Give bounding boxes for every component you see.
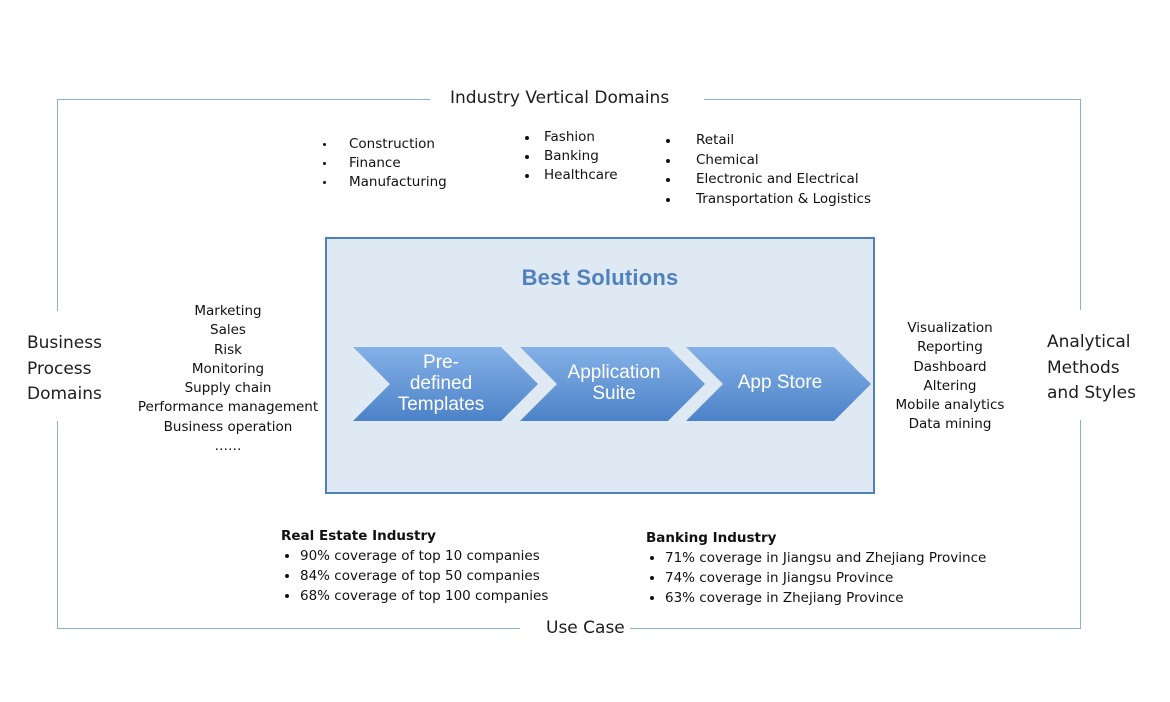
business-process-list: Marketing Sales Risk Monitoring Supply c… [136, 302, 320, 456]
industry-item: Transportation & Logistics [666, 190, 871, 210]
analytical-methods-label: Analytical Methods and Styles [1047, 332, 1136, 403]
industry-list-column-2: Fashion Banking Healthcare [525, 128, 618, 186]
coverage-item: 63% coverage in Zhejiang Province [646, 588, 986, 608]
app-store-chevron: App Store [686, 346, 872, 422]
industry-item: Fashion [525, 128, 618, 147]
coverage-item: 71% coverage in Jiangsu and Zhejiang Pro… [646, 548, 986, 568]
business-process-item: Supply chain [184, 380, 272, 397]
industry-list-column-3: Retail Chemical Electronic and Electrica… [666, 131, 871, 210]
frame-gap-bottom [520, 622, 630, 638]
chevron-arrow-icon [686, 347, 871, 421]
coverage-item: 74% coverage in Jiangsu Province [646, 568, 986, 588]
business-process-item: Monitoring [191, 360, 265, 377]
analytical-method-item: Altering [923, 377, 977, 394]
analytical-method-item: Visualization [907, 320, 993, 336]
frame-gap-right [1074, 310, 1090, 420]
application-suite-label: Application Suite [567, 362, 661, 404]
real-estate-use-case: Real Estate Industry 90% coverage of top… [281, 526, 548, 606]
business-process-item: Business operation [163, 418, 293, 435]
coverage-item: 84% coverage of top 50 companies [281, 566, 548, 586]
analytical-method-item: Data mining [908, 416, 992, 433]
analytical-method-item: Reporting [917, 339, 983, 356]
business-process-item: Sales [210, 322, 246, 339]
industry-item: Electronic and Electrical [666, 170, 871, 190]
business-process-item: …… [214, 438, 242, 455]
banking-use-case: Banking Industry 71% coverage in Jiangsu… [646, 528, 986, 608]
app-store-label: App Store [737, 372, 823, 393]
industry-vertical-domains-label: Industry Vertical Domains [450, 88, 670, 108]
banking-title: Banking Industry [646, 530, 777, 546]
real-estate-title: Real Estate Industry [281, 528, 436, 544]
business-process-item: Marketing [194, 303, 262, 319]
coverage-item: 90% coverage of top 10 companies [281, 546, 548, 566]
frame-gap-left [50, 311, 66, 421]
industry-item: Finance [323, 154, 447, 173]
real-estate-coverage-list: 90% coverage of top 10 companies 84% cov… [281, 546, 548, 606]
chevron-arrow-icon [520, 347, 705, 421]
application-suite-chevron: Application Suite [520, 346, 706, 422]
analytical-method-item: Mobile analytics [895, 397, 1005, 414]
chevron-arrow-icon [353, 347, 538, 421]
best-solutions-title: Best Solutions [521, 265, 679, 290]
use-case-label: Use Case [546, 618, 625, 638]
industry-item: Chemical [666, 151, 871, 171]
analytical-method-list: Visualization Reporting Dashboard Alteri… [890, 319, 1010, 435]
business-process-domains-label: Business Process Domains [27, 333, 102, 404]
predefined-templates-label: Pre- defined Templates [397, 352, 485, 415]
analytical-method-item: Dashboard [913, 358, 987, 375]
frame-gap-top [430, 92, 704, 108]
predefined-templates-chevron: Pre- defined Templates [353, 346, 539, 422]
industry-item: Manufacturing [323, 173, 447, 192]
industry-item: Construction [323, 135, 447, 154]
banking-coverage-list: 71% coverage in Jiangsu and Zhejiang Pro… [646, 548, 986, 608]
industry-item: Banking [525, 147, 618, 166]
industry-list-column-1: Construction Finance Manufacturing [323, 135, 447, 193]
business-process-item: Performance management [137, 399, 319, 416]
industry-item: Healthcare [525, 166, 618, 185]
coverage-item: 68% coverage of top 100 companies [281, 586, 548, 606]
industry-item: Retail [666, 131, 871, 151]
business-process-item: Risk [214, 341, 242, 358]
